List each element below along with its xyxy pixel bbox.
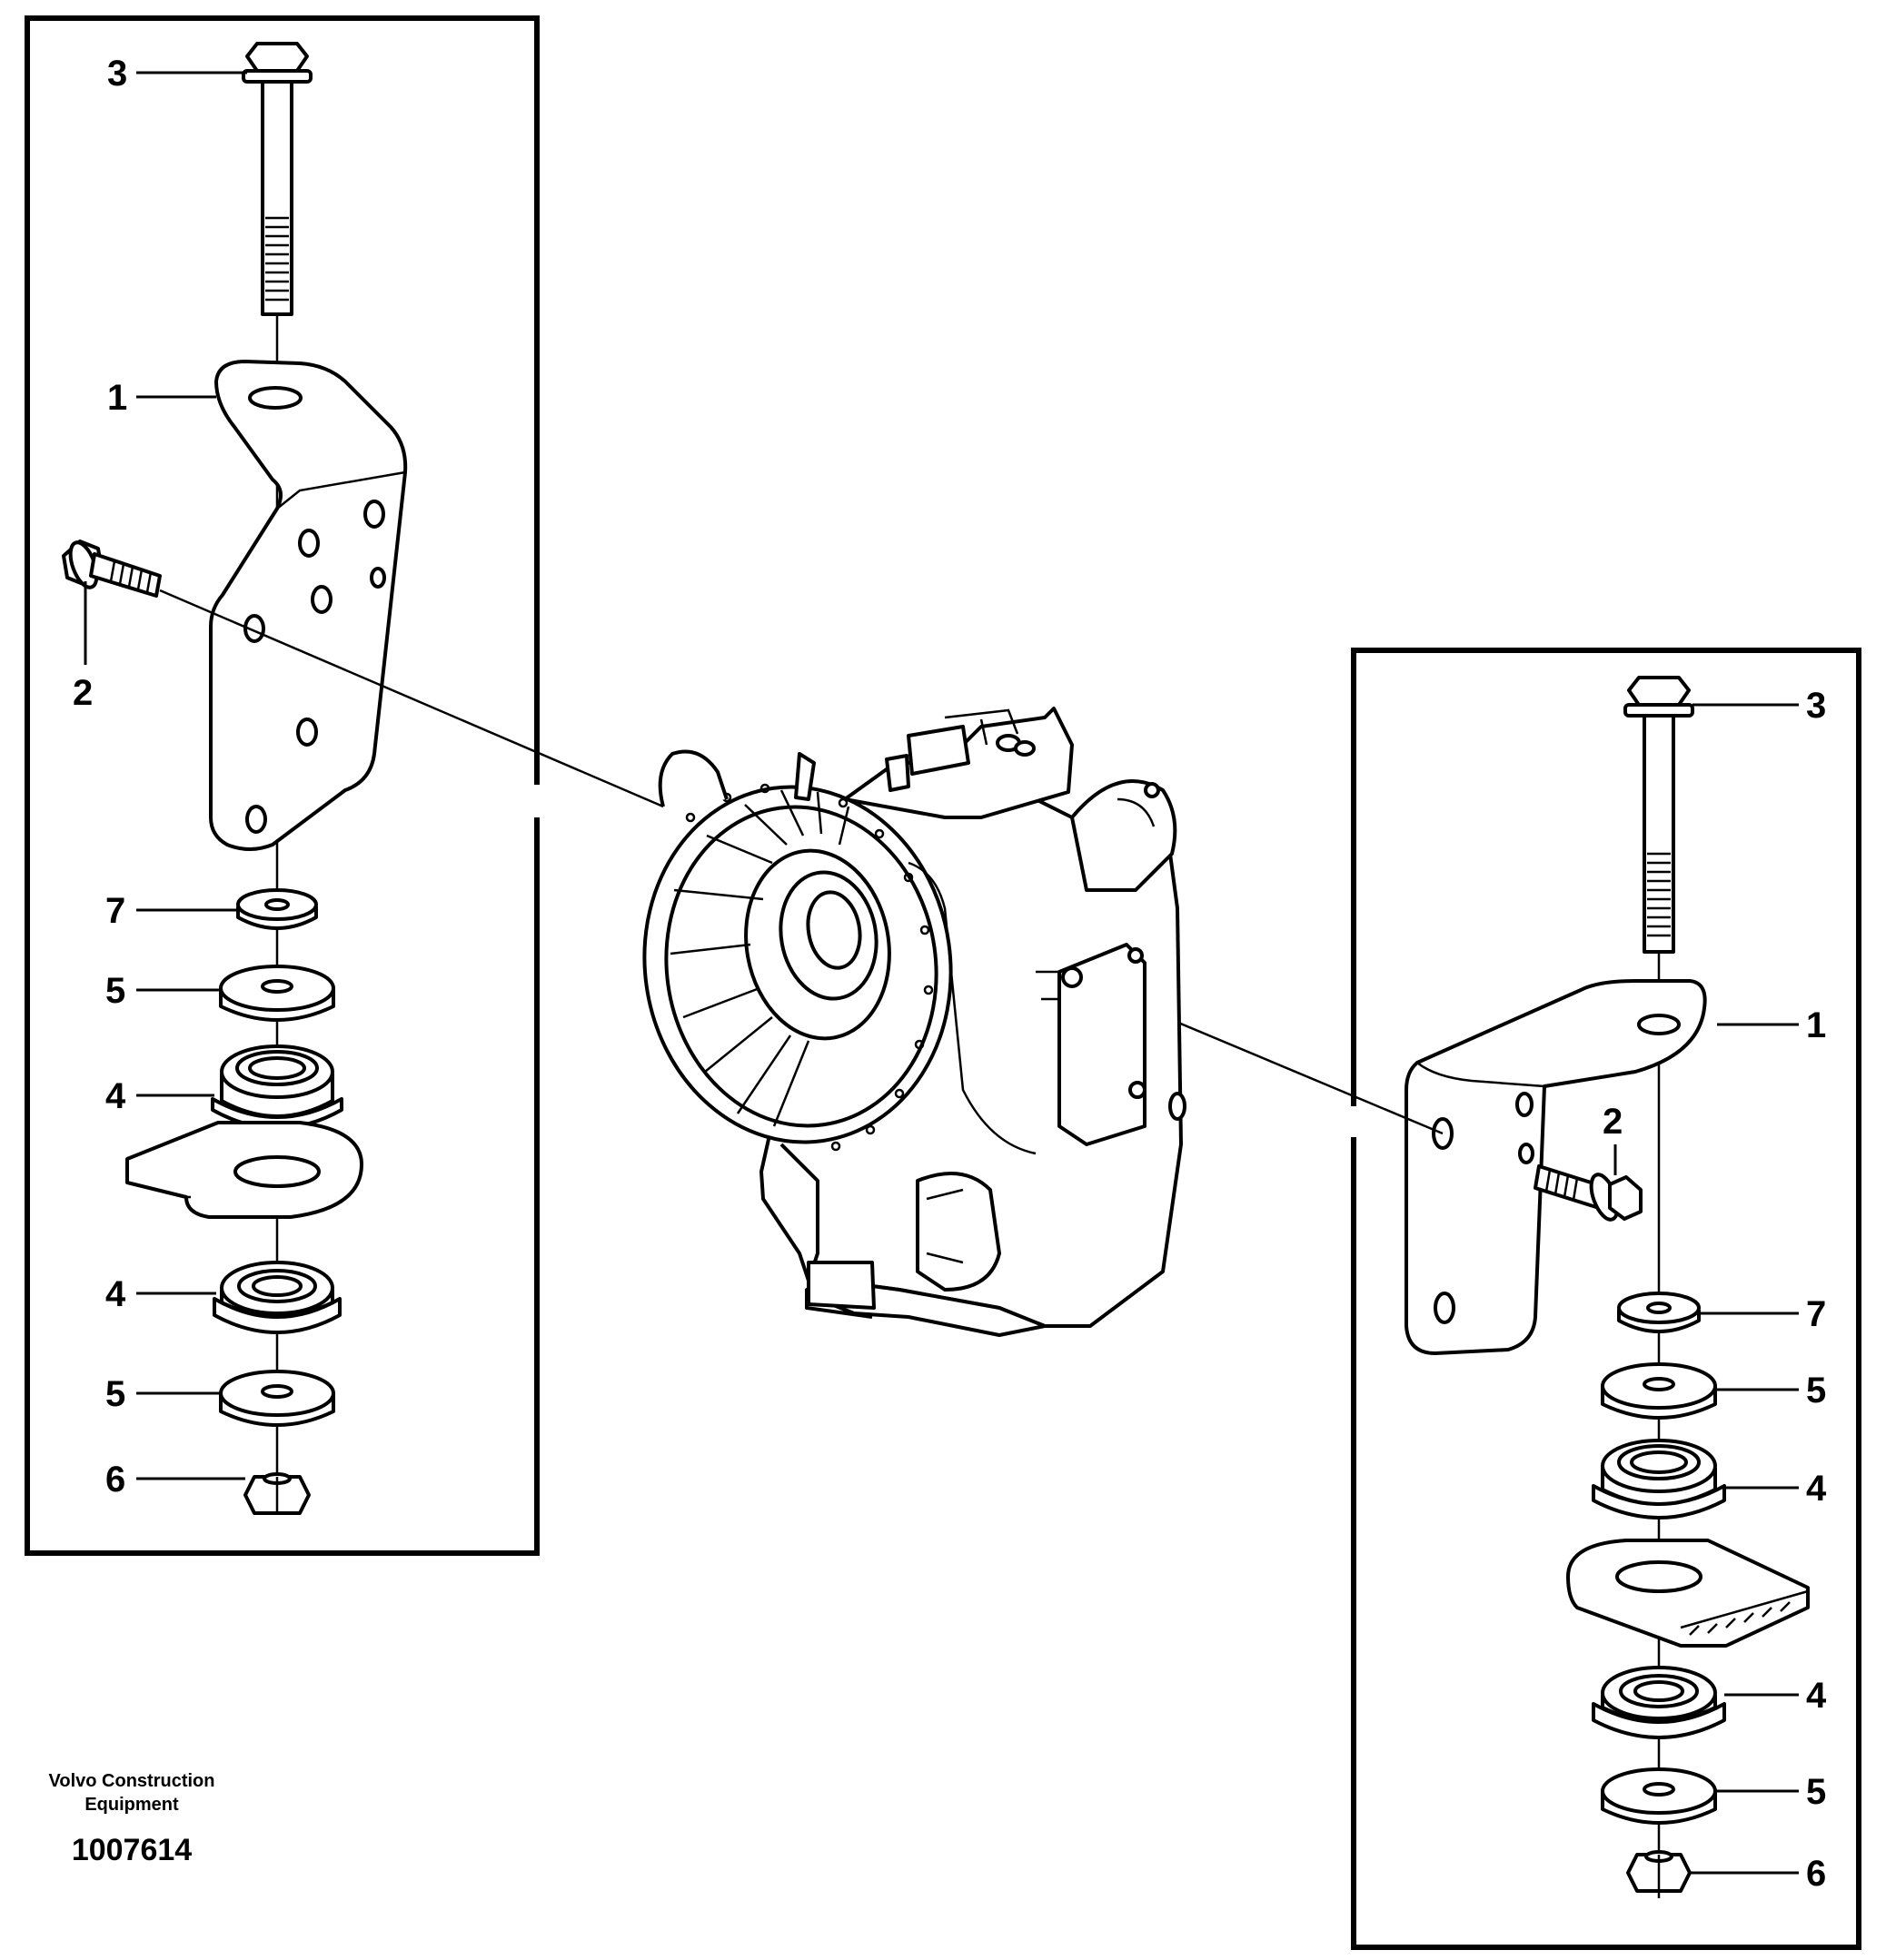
left-nut: [243, 1472, 311, 1515]
left-bolt-top: [242, 42, 313, 316]
left-rubber-bushing-upper: [211, 1044, 343, 1130]
right-mounting-bracket: [1405, 979, 1707, 1355]
right-rubber-bushing-upper: [1592, 1439, 1726, 1519]
left-mounting-bracket: [209, 360, 408, 851]
left-leaders: [84, 71, 247, 1480]
right-washer-upper: [1601, 1362, 1717, 1420]
left-callout-washer-small: 7: [105, 891, 125, 931]
left-callout-bushing-lower: 4: [105, 1274, 126, 1314]
right-rubber-bushing-lower: [1592, 1666, 1726, 1739]
right-callout-bushing-lower: 4: [1806, 1676, 1827, 1716]
document-number: 1007614: [71, 1833, 193, 1867]
left-frame-gap-mask: [529, 785, 545, 817]
transmission-housing: [642, 707, 1186, 1337]
right-bolt-top: [1623, 676, 1694, 954]
right-bolt-side: [1534, 1164, 1643, 1222]
right-callout-washer-lower: 5: [1806, 1772, 1826, 1812]
right-washer-small: [1617, 1292, 1701, 1333]
right-callout-bushing-upper: 4: [1806, 1469, 1827, 1509]
right-callout-bolt-side: 2: [1603, 1102, 1623, 1142]
right-callout-bracket: 1: [1806, 1005, 1826, 1045]
right-assembly-frame: [1351, 648, 1861, 1950]
right-frame-gap-mask: [1345, 1106, 1361, 1137]
company-name-line1: Volvo Construction: [48, 1771, 215, 1791]
left-callout-bracket: 1: [107, 378, 127, 418]
left-washer-lower: [219, 1370, 335, 1427]
left-mount-connection-line: [159, 589, 664, 808]
left-callout-washer-upper: 5: [105, 971, 125, 1011]
left-washer-upper: [219, 965, 335, 1022]
right-callout-washer-upper: 5: [1806, 1371, 1826, 1411]
right-washer-lower: [1601, 1767, 1717, 1825]
right-leaders: [1613, 703, 1799, 1875]
left-callout-bolt-side: 2: [73, 673, 93, 713]
right-callout-numbers: 3 1 2 7 5 4 4 5 6: [1603, 686, 1827, 1894]
left-callout-nut: 6: [105, 1460, 125, 1500]
left-callout-bolt-top: 3: [107, 54, 127, 94]
left-callout-bushing-upper: 4: [105, 1076, 126, 1116]
left-bolt-side: [62, 539, 162, 598]
company-name-line2: Equipment: [84, 1795, 179, 1815]
left-callout-numbers: 3 1 2 7 5 4 4 5 6: [73, 54, 127, 1500]
right-frame-plate: [1566, 1539, 1810, 1648]
left-callout-washer-lower: 5: [105, 1374, 125, 1414]
company-name: Volvo Construction Equipment: [18, 1769, 245, 1816]
right-callout-nut: 6: [1806, 1854, 1826, 1894]
right-callout-bolt-top: 3: [1806, 686, 1826, 726]
right-nut: [1626, 1850, 1692, 1893]
left-rubber-bushing-lower: [213, 1261, 342, 1334]
right-callout-washer-small: 7: [1806, 1294, 1826, 1334]
left-frame-plate: [125, 1121, 363, 1219]
left-washer-small: [236, 888, 318, 930]
